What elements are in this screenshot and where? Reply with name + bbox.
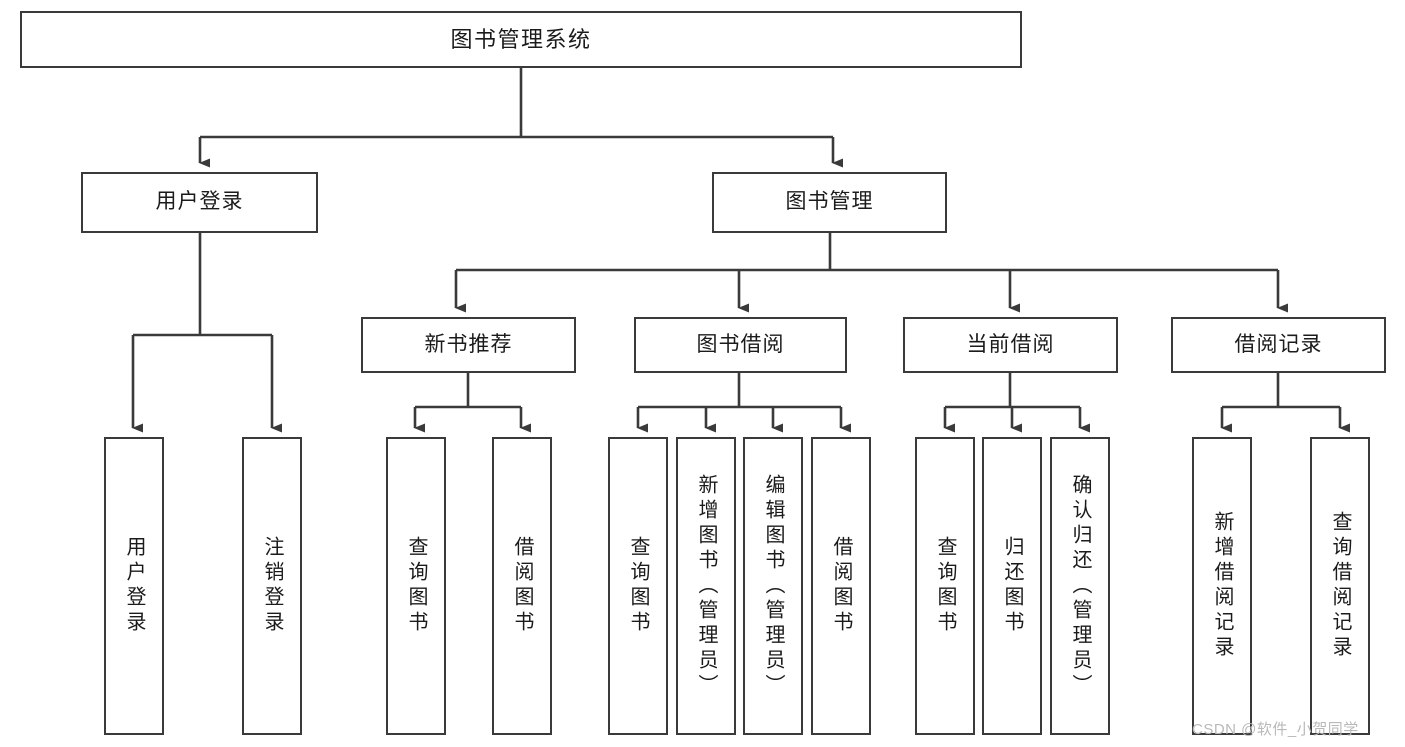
node-label: 图书借阅: [696, 332, 785, 356]
node-borrow-record[interactable]: 借阅记录: [1171, 317, 1386, 373]
node-label: 借阅记录: [1234, 332, 1323, 356]
node-label: 借阅图书: [830, 536, 852, 636]
node-leaf-add-borrow-record[interactable]: 新增借阅记录: [1192, 437, 1252, 735]
node-label: 借阅图书: [511, 536, 533, 636]
node-book-management[interactable]: 图书管理: [712, 172, 947, 233]
node-label: 查询图书: [934, 536, 956, 636]
node-label: 注销登录: [261, 536, 283, 636]
node-root-book-management-system[interactable]: 图书管理系统: [20, 11, 1022, 68]
csdn-watermark: CSDN @软件_小贺同学: [1192, 721, 1359, 738]
node-label: 归还图书: [1001, 536, 1023, 636]
node-current-borrow[interactable]: 当前借阅: [903, 317, 1118, 373]
node-leaf-return-book[interactable]: 归还图书: [982, 437, 1042, 735]
node-new-book-recommend[interactable]: 新书推荐: [361, 317, 576, 373]
node-label: 当前借阅: [966, 332, 1055, 356]
node-label: 新增借阅记录: [1211, 511, 1233, 661]
node-label: 新增图书（管理员）: [695, 473, 717, 699]
node-label: 查询借阅记录: [1329, 511, 1351, 661]
node-label: 用户登录: [155, 190, 244, 214]
node-leaf-edit-book[interactable]: 编辑图书（管理员）: [743, 437, 803, 735]
node-leaf-borrow-book[interactable]: 借阅图书: [811, 437, 871, 735]
node-leaf-user-login[interactable]: 用户登录: [104, 437, 164, 735]
node-leaf-borrow-book-recommend[interactable]: 借阅图书: [492, 437, 552, 735]
node-book-borrow[interactable]: 图书借阅: [634, 317, 847, 373]
node-label: 编辑图书（管理员）: [762, 473, 784, 699]
node-user-login[interactable]: 用户登录: [81, 172, 318, 233]
node-leaf-query-book-recommend[interactable]: 查询图书: [386, 437, 446, 735]
node-label: 新书推荐: [424, 332, 513, 356]
node-leaf-logout[interactable]: 注销登录: [242, 437, 302, 735]
node-label: 查询图书: [405, 536, 427, 636]
node-leaf-confirm-return[interactable]: 确认归还（管理员）: [1050, 437, 1110, 735]
node-label: 图书管理: [785, 190, 874, 214]
node-leaf-query-book-borrow[interactable]: 查询图书: [608, 437, 668, 735]
node-label: 确认归还（管理员）: [1069, 473, 1091, 699]
node-leaf-query-borrow-record[interactable]: 查询借阅记录: [1310, 437, 1370, 735]
node-leaf-add-book[interactable]: 新增图书（管理员）: [676, 437, 736, 735]
node-label: 用户登录: [123, 536, 145, 636]
node-label: 查询图书: [627, 536, 649, 636]
node-leaf-query-book-current[interactable]: 查询图书: [915, 437, 975, 735]
node-label: 图书管理系统: [450, 26, 592, 52]
